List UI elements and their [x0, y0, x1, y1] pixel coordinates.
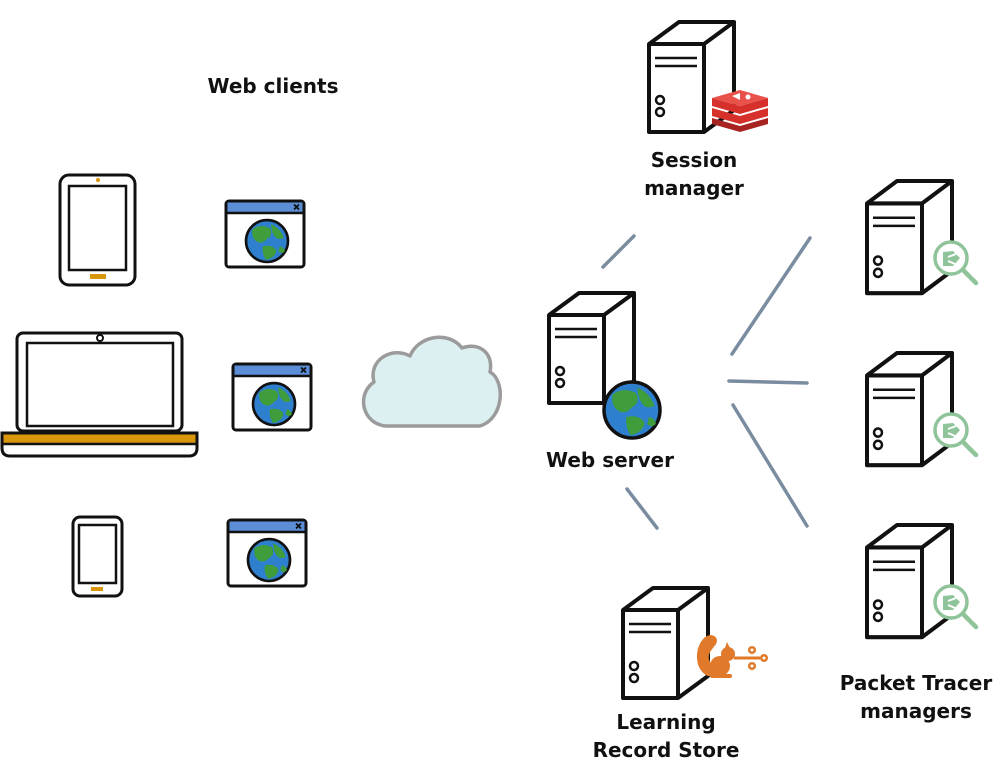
label-session-manager: Session manager — [614, 146, 774, 202]
packet-tracer-node-3 — [867, 525, 976, 637]
laptop-icon — [0, 331, 199, 458]
label-line: managers — [860, 699, 972, 723]
connector-lines — [601, 234, 812, 530]
browser-globe-icon — [226, 201, 304, 267]
browser-globe-icon — [228, 520, 306, 586]
label-learning-record-store: Learning Record Store — [581, 708, 751, 758]
label-web-server: Web server — [546, 448, 674, 472]
server-icon — [867, 353, 952, 465]
server-icon — [867, 181, 952, 293]
browser-globe-icon — [233, 364, 311, 430]
connector-tracer-3 — [731, 403, 809, 528]
label-packet-tracer-managers: Packet Tracer managers — [834, 669, 994, 725]
label-line: Record Store — [592, 738, 740, 758]
cloud-icon — [361, 335, 502, 428]
connector-tracer-2 — [727, 379, 809, 385]
squirrel-icon — [696, 635, 768, 678]
packet-tracer-node-1 — [867, 181, 976, 293]
connector-tracer-1 — [730, 236, 812, 356]
server-icon — [867, 525, 952, 637]
phone-icon — [71, 515, 124, 598]
label-line: Learning — [616, 710, 716, 734]
redis-icon — [712, 90, 768, 132]
label-line: manager — [644, 176, 744, 200]
connector-session — [601, 234, 636, 269]
connector-lrs — [625, 487, 659, 530]
label-line: Packet Tracer — [839, 671, 993, 695]
tablet-icon — [58, 173, 137, 287]
server-icon — [621, 586, 710, 700]
session-manager-node — [647, 20, 768, 134]
web-server-node — [547, 291, 662, 440]
label-line: Session — [650, 148, 738, 172]
label-web-clients: Web clients — [207, 74, 339, 98]
globe-icon — [602, 380, 662, 440]
packet-tracer-node-2 — [867, 353, 976, 465]
lrs-node — [621, 586, 768, 700]
